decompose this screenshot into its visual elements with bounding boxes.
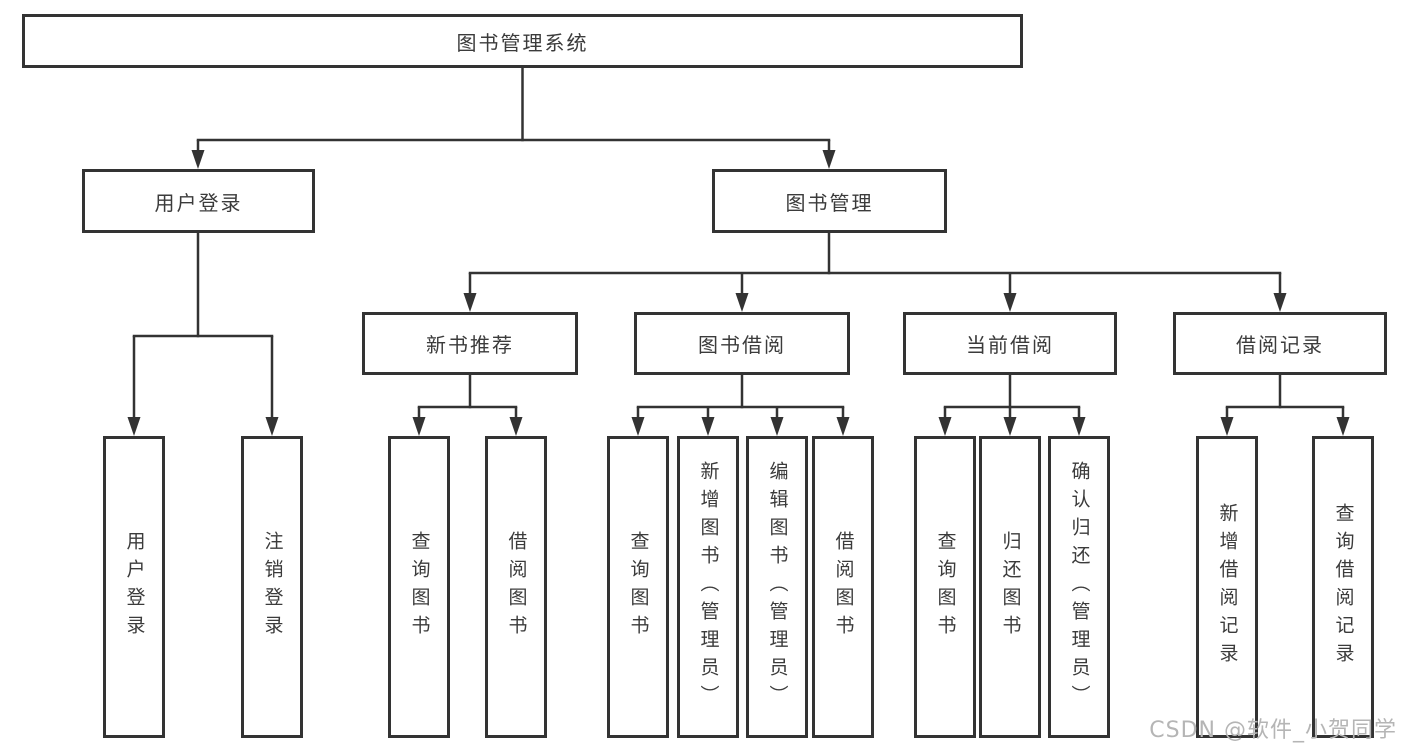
leaf-confirm-return-admin: 确认归还（管理员）: [1048, 436, 1110, 738]
node-label: 查询图书: [408, 531, 431, 643]
node-label: 借阅记录: [1236, 333, 1324, 357]
leaf-borrow-books-borrowing: 借阅图书: [812, 436, 874, 738]
arrow-down-icon: [938, 417, 952, 436]
arrow-down-icon: [631, 417, 645, 436]
leaf-borrow-books-recommend: 借阅图书: [485, 436, 547, 738]
node-label: 用户登录: [154, 190, 243, 215]
node-user-login: 用户登录: [82, 169, 315, 233]
arrow-down-icon: [770, 417, 784, 436]
arrow-down-icon: [1220, 417, 1234, 436]
leaf-return-books: 归还图书: [979, 436, 1041, 738]
node-label: 借阅图书: [832, 531, 855, 643]
node-label: 用户登录: [123, 531, 146, 643]
node-label: 新书推荐: [426, 333, 514, 357]
node-label: 归还图书: [999, 531, 1022, 643]
node-label: 图书借阅: [698, 333, 786, 357]
arrow-down-icon: [265, 417, 279, 436]
node-label: 编辑图书（管理员）: [766, 461, 789, 713]
leaf-edit-books-admin: 编辑图书（管理员）: [746, 436, 808, 738]
arrow-down-icon: [509, 417, 523, 436]
leaf-query-borrow-record: 查询借阅记录: [1312, 436, 1374, 738]
arrow-down-icon: [127, 417, 141, 436]
node-label: 查询借阅记录: [1332, 503, 1355, 671]
node-label: 查询图书: [934, 531, 957, 643]
node-book-management: 图书管理: [712, 169, 947, 233]
leaf-add-books-admin: 新增图书（管理员）: [677, 436, 739, 738]
arrow-down-icon: [463, 293, 477, 312]
node-label: 图书管理系统: [456, 30, 589, 55]
node-book-borrowing: 图书借阅: [634, 312, 850, 375]
leaf-user-login: 用户登录: [103, 436, 165, 738]
node-label: 查询图书: [627, 531, 650, 643]
arrow-down-icon: [1336, 417, 1350, 436]
connector-root-to-level2: [196, 68, 831, 153]
arrow-down-icon: [1003, 293, 1017, 312]
arrow-down-icon: [735, 293, 749, 312]
node-label: 新增图书（管理员）: [697, 461, 720, 713]
connector-new-books-children: [417, 375, 518, 420]
leaf-query-books-recommend: 查询图书: [388, 436, 450, 738]
leaf-query-books-current: 查询图书: [914, 436, 976, 738]
node-root-library-system: 图书管理系统: [22, 14, 1023, 68]
leaf-add-borrow-record: 新增借阅记录: [1196, 436, 1258, 738]
arrow-down-icon: [701, 417, 715, 436]
arrow-down-icon: [1072, 417, 1086, 436]
arrow-down-icon: [1273, 293, 1287, 312]
node-current-borrowing: 当前借阅: [903, 312, 1117, 375]
node-label: 确认归还（管理员）: [1068, 461, 1091, 713]
connector-current-borrow-children: [943, 375, 1081, 420]
connector-book-borrow-children: [636, 375, 845, 420]
leaf-query-books-borrowing: 查询图书: [607, 436, 669, 738]
leaf-logout-login: 注销登录: [241, 436, 303, 738]
connector-book-mgmt-children: [468, 233, 1282, 296]
arrow-down-icon: [1003, 417, 1017, 436]
arrow-down-icon: [191, 150, 205, 169]
connector-borrow-records-children: [1225, 375, 1345, 420]
node-label: 新增借阅记录: [1216, 503, 1239, 671]
node-label: 图书管理: [785, 190, 874, 215]
node-borrow-records: 借阅记录: [1173, 312, 1387, 375]
arrow-down-icon: [822, 150, 836, 169]
connector-user-login-children: [132, 233, 274, 420]
arrow-down-icon: [412, 417, 426, 436]
node-label: 当前借阅: [966, 333, 1054, 357]
node-label: 注销登录: [261, 531, 284, 643]
arrow-down-icon: [836, 417, 850, 436]
node-label: 借阅图书: [505, 531, 528, 643]
node-new-book-recommend: 新书推荐: [362, 312, 578, 375]
